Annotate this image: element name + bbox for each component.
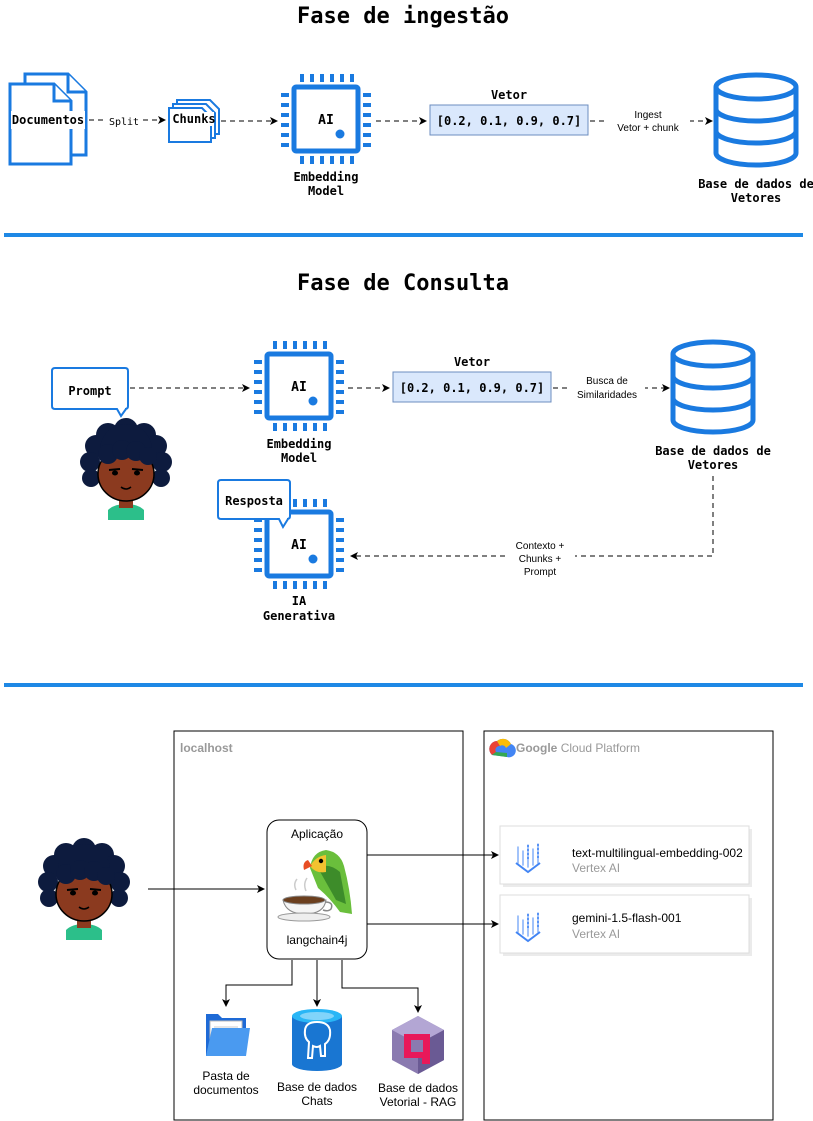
context-label-3: Prompt (524, 567, 556, 578)
vector-box (429, 104, 589, 136)
response-label: Resposta (225, 494, 283, 508)
app-framework-label: langchain4j (287, 933, 348, 947)
folder-label-1: Pasta de (202, 1069, 250, 1083)
google-cloud-icon (489, 738, 516, 758)
split-label: Split (109, 117, 139, 128)
database-icon (673, 342, 753, 432)
response-bubble (217, 479, 291, 530)
parrot-logo-icon (277, 850, 352, 922)
app-to-folder-arrow (222, 960, 293, 1007)
svg-text:Google Cloud Platform: Google Cloud Platform (516, 741, 640, 755)
context-label-1: Contexto + (516, 541, 565, 552)
folder-label-2: documentos (193, 1083, 258, 1097)
query-embedding-label-2: Model (281, 451, 317, 465)
ingest-label-1: Ingest (634, 110, 661, 121)
vector-title: Vetor (491, 88, 527, 102)
service2-sub: Vertex AI (572, 927, 620, 941)
service2-name: gemini-1.5-flash-001 (572, 911, 682, 925)
search-label-1: Busca de (586, 376, 628, 387)
genai-label-2: Generativa (263, 609, 335, 623)
section-divider (4, 683, 803, 687)
ingest-label-2: Vetor + chunk (617, 123, 679, 134)
documents-label: Documentos (12, 113, 84, 127)
rag-db-label-1: Base de dados (378, 1081, 458, 1095)
vector-value: [0.2, 0.1, 0.9, 0.7] (437, 114, 582, 128)
ingestion-title: Fase de ingestão (297, 4, 509, 29)
app-box (266, 819, 368, 960)
section-divider (4, 233, 803, 237)
query-vector-value: [0.2, 0.1, 0.9, 0.7] (400, 381, 545, 395)
query-chip-label: AI (291, 380, 307, 395)
service1-sub: Vertex AI (572, 861, 620, 875)
genai-label-1: IA (292, 594, 307, 608)
chats-db-label-2: Chats (301, 1094, 332, 1108)
rag-db-icon (392, 1016, 444, 1074)
folder-icon (206, 1014, 250, 1056)
query-embedding-label-1: Embedding (266, 437, 331, 451)
query-vector-box (392, 371, 552, 403)
app-title: Aplicação (291, 827, 343, 841)
query-vector-title: Vetor (454, 355, 490, 369)
gemini-service-card (499, 894, 750, 954)
chats-db-label-1: Base de dados (277, 1080, 357, 1094)
chunks-label: Chunks (172, 112, 215, 126)
prompt-bubble (51, 367, 129, 418)
genai-chip-label: AI (291, 538, 307, 553)
vector-db-label-2: Vetores (731, 191, 782, 205)
app-to-rag-arrow (341, 960, 422, 1013)
query-db-label-1: Base de dados de (655, 444, 771, 458)
person-avatar-icon (79, 417, 173, 521)
database-icon (716, 75, 796, 165)
context-label-2: Chunks + (519, 554, 562, 565)
embedding-model-label-2: Model (308, 184, 344, 198)
embedding-model-label-1: Embedding (293, 170, 358, 184)
postgres-icon (292, 1009, 342, 1071)
service1-name: text-multilingual-embedding-002 (572, 846, 743, 860)
person-avatar-icon (37, 837, 131, 941)
embedding-chip-label: AI (318, 113, 334, 128)
embedding-service-card (499, 825, 750, 885)
localhost-label: localhost (180, 741, 233, 755)
search-label-2: Similaridades (577, 390, 637, 401)
rag-db-label-2: Vetorial - RAG (380, 1095, 457, 1109)
query-db-label-2: Vetores (688, 458, 739, 472)
vector-db-label-1: Base de dados de (698, 177, 813, 191)
query-title: Fase de Consulta (297, 271, 509, 296)
gcp-google-label: Google (516, 741, 558, 755)
gcp-platform-label: Cloud Platform (561, 741, 640, 755)
prompt-label: Prompt (68, 384, 111, 398)
